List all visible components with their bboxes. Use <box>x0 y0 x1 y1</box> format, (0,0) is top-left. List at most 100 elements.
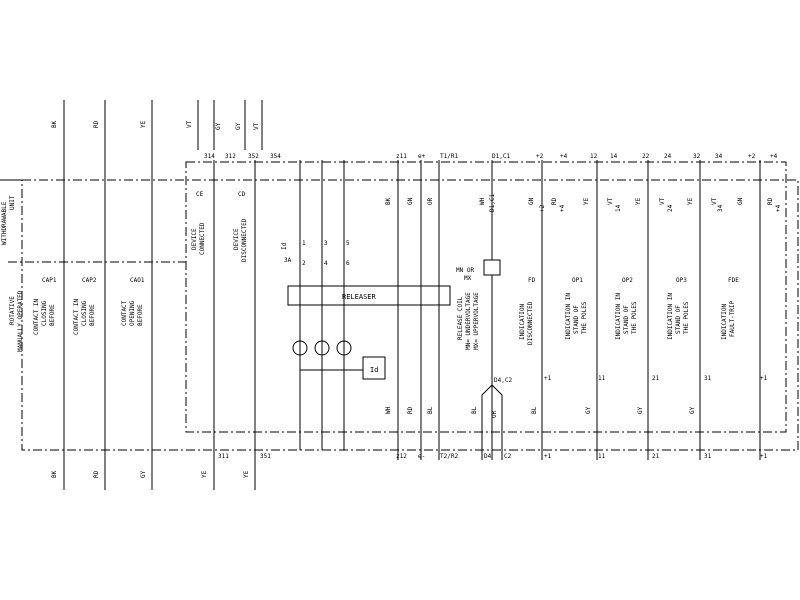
svg-text:e-: e- <box>418 453 425 460</box>
cd-block: CD DEVICE DISCONNECTED <box>233 191 248 262</box>
header-terminal-24: 24 <box>664 153 672 160</box>
svg-text:OR: OR <box>491 410 498 418</box>
header-terminal-14: 14 <box>610 153 618 160</box>
op2-block: OP2 INDICATION IN STAND OF THE POLES 21 … <box>615 277 660 414</box>
op3-block: OP3 INDICATION IN STAND OF THE POLES 31 … <box>667 277 712 414</box>
header-terminal-352: 352 <box>248 153 259 160</box>
svg-text:4: 4 <box>324 260 328 267</box>
svg-text:+1: +1 <box>544 453 552 460</box>
svg-text:GN: GN <box>737 197 744 205</box>
header-terminal-labels: 314 312 352 354 z11 e+ T1/R1 D1,C1 +2 +4… <box>204 153 778 160</box>
svg-text:T2/R2: T2/R2 <box>440 453 458 460</box>
wire-colors-bottom-left: WH RD BL <box>385 406 434 414</box>
header-terminal-312: 312 <box>225 153 236 160</box>
header-terminal-fd-2: +2 <box>536 153 544 160</box>
header-terminal-354: 354 <box>270 153 281 160</box>
cap1-block: CAP1 CONTACT IN CLOSING BEFORE <box>33 277 57 335</box>
svg-text:CONNECTED: CONNECTED <box>199 222 206 255</box>
svg-text:INDICATION IN: INDICATION IN <box>565 293 572 340</box>
svg-text:34: 34 <box>717 204 724 212</box>
mn-coil <box>483 259 501 276</box>
svg-text:GN: GN <box>528 197 535 205</box>
svg-text:WH: WH <box>385 406 392 414</box>
svg-text:VT: VT <box>659 197 666 205</box>
svg-text:2: 2 <box>302 260 306 267</box>
svg-text:OP3: OP3 <box>676 277 687 284</box>
wire-colors-top: BK GN OR WH GN RD YE VT YE VT YE VT GN R… <box>385 197 774 205</box>
header-terminal-314: 314 <box>204 153 215 160</box>
svg-text:BL: BL <box>531 406 538 414</box>
releaser-label: RELEASER <box>342 293 377 301</box>
svg-text:3: 3 <box>324 240 328 247</box>
header-terminal-32: 32 <box>693 153 701 160</box>
header-terminal-d1c1: D1,C1 <box>492 153 510 160</box>
id-box-label: Id <box>370 366 378 374</box>
svg-text:3A: 3A <box>284 257 292 264</box>
header-terminal-34: 34 <box>715 153 723 160</box>
svg-text:THE POLES: THE POLES <box>683 301 690 334</box>
svg-text:RD: RD <box>551 197 558 205</box>
svg-text:Id: Id <box>281 242 288 250</box>
footer-terminal-labels: 311 351 z12 e- T2/R2 D4 C2 +1 11 21 31 +… <box>218 453 768 460</box>
svg-text:RD: RD <box>767 197 774 205</box>
header-terminal-22: 22 <box>642 153 650 160</box>
svg-text:CONTACT IN: CONTACT IN <box>73 298 80 335</box>
ce-block: CE DEVICE CONNECTED <box>191 191 206 255</box>
svg-text:11: 11 <box>598 453 606 460</box>
svg-text:BEFORE: BEFORE <box>137 304 144 326</box>
svg-text:MN OR: MN OR <box>456 267 474 274</box>
svg-text:21: 21 <box>652 375 660 382</box>
svg-text:OPENING: OPENING <box>129 300 136 326</box>
svg-text:FDE: FDE <box>728 277 739 284</box>
svg-text:BEFORE: BEFORE <box>89 304 96 326</box>
rotative-label: ROTATIVE MANUALLY OPERATED <box>9 290 24 352</box>
svg-text:CONTACT: CONTACT <box>121 300 128 326</box>
svg-text:INDICATION IN: INDICATION IN <box>615 293 622 340</box>
withdrawable-label: WITHDRAWABLE UNIT <box>1 195 16 245</box>
svg-text:STAND OF: STAND OF <box>675 305 682 334</box>
svg-text:THE POLES: THE POLES <box>581 301 588 334</box>
svg-text:DEVICE: DEVICE <box>191 228 198 250</box>
cap2-block: CAP2 CONTACT IN CLOSING BEFORE <box>73 277 97 335</box>
header-terminal-fd-4: +4 <box>560 153 568 160</box>
id-box <box>362 356 386 380</box>
svg-text:CLOSING: CLOSING <box>41 300 48 326</box>
header-color-6: GY <box>235 122 242 130</box>
header-color-3: YE <box>140 120 147 128</box>
svg-text:BK: BK <box>385 197 392 205</box>
svg-text:C2: C2 <box>504 453 512 460</box>
svg-text:6: 6 <box>346 260 350 267</box>
svg-text:+1: +1 <box>760 375 768 382</box>
svg-text:VT: VT <box>711 197 718 205</box>
mn-block: MN OR MX RELEASE COIL MN= UNDERVOLTAGE M… <box>456 267 512 418</box>
ce-code: CE <box>196 191 204 198</box>
svg-text:+4: +4 <box>559 204 566 212</box>
svg-text:RD: RD <box>407 406 414 414</box>
svg-text:21: 21 <box>652 453 660 460</box>
svg-text:311: 311 <box>218 453 229 460</box>
svg-text:RD: RD <box>93 470 100 478</box>
svg-text:DISCONNECTED: DISCONNECTED <box>527 301 534 345</box>
header-color-labels: BK RD YE VT GY GY VT <box>51 120 260 130</box>
svg-text:+1: +1 <box>544 375 552 382</box>
svg-text:BEFORE: BEFORE <box>49 304 56 326</box>
header-terminal-12: 12 <box>590 153 598 160</box>
cao1-code: CAO1 <box>130 277 145 284</box>
svg-text:+1: +1 <box>760 453 768 460</box>
releaser-box <box>287 285 451 306</box>
svg-text:INDICATION IN: INDICATION IN <box>667 293 674 340</box>
svg-text:STAND OF: STAND OF <box>623 305 630 334</box>
svg-text:24: 24 <box>667 204 674 212</box>
wire-terminals-top: D1,C1 +2 +4 14 24 34 +4 <box>489 194 782 212</box>
svg-text:+4: +4 <box>775 204 782 212</box>
svg-text:YE: YE <box>243 470 250 478</box>
svg-text:BL: BL <box>471 406 478 414</box>
svg-text:GN: GN <box>407 197 414 205</box>
svg-text:OP1: OP1 <box>572 277 583 284</box>
svg-text:OR: OR <box>427 197 434 205</box>
header-terminal-e-plus: e+ <box>418 153 426 160</box>
svg-text:CLOSING: CLOSING <box>81 300 88 326</box>
svg-text:z12: z12 <box>396 453 407 460</box>
op1-block: OP1 INDICATION IN STAND OF THE POLES 11 … <box>565 277 606 414</box>
